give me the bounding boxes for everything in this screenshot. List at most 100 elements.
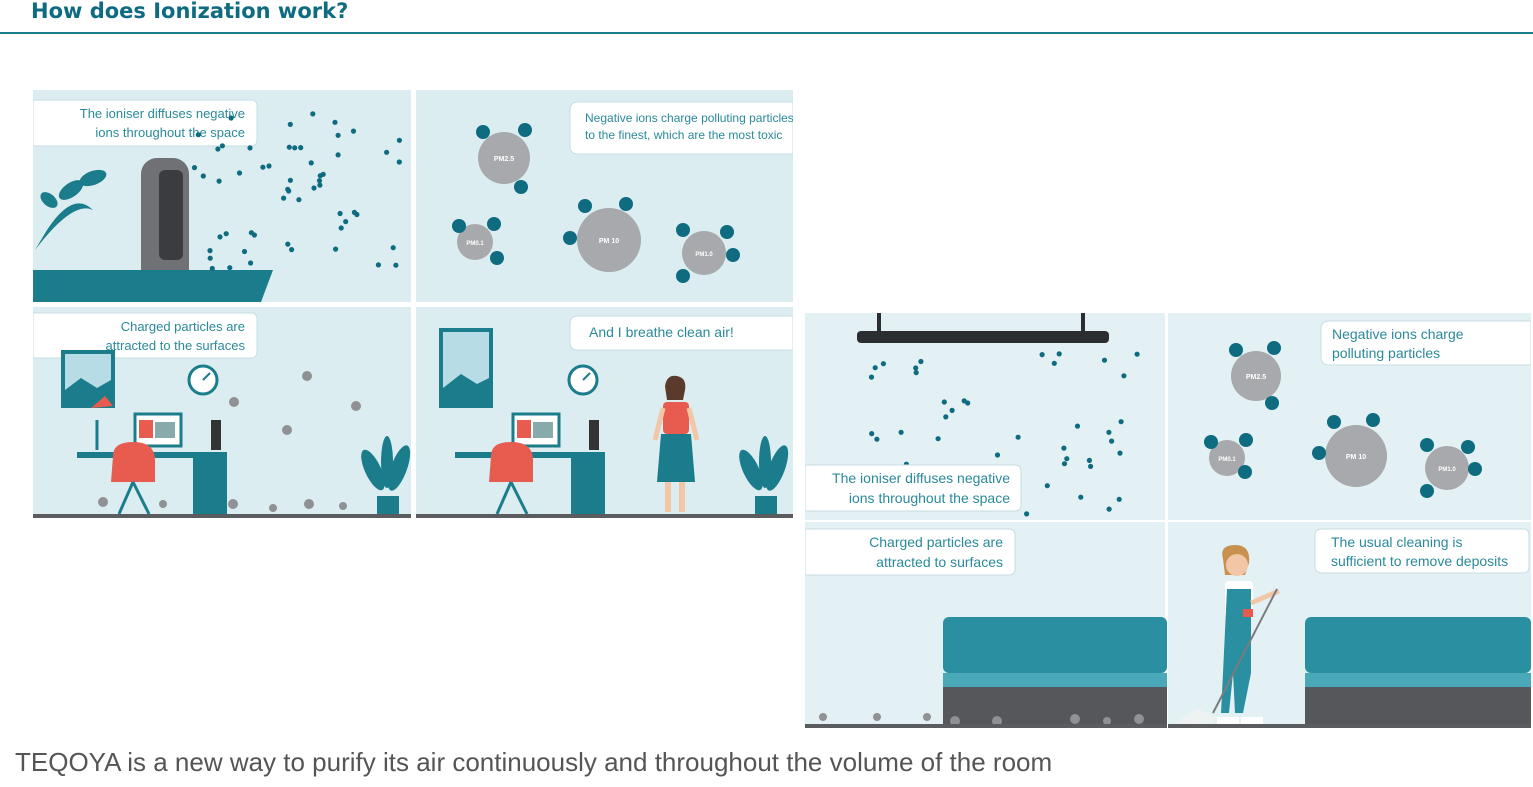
ion-dot bbox=[227, 265, 233, 271]
ion-dot bbox=[207, 248, 213, 254]
ion-dot bbox=[308, 160, 314, 166]
floor-right bbox=[1168, 724, 1531, 728]
charged-particles-falling bbox=[98, 371, 361, 512]
ion-dot bbox=[1101, 357, 1108, 363]
ion-dot bbox=[1117, 450, 1123, 456]
left-p4-callout: And I breathe clean air! bbox=[569, 315, 793, 351]
ion-dot bbox=[384, 149, 390, 155]
ion-dot bbox=[191, 165, 198, 171]
right-illustration: The ioniser diffuses negative ions throu… bbox=[805, 313, 1531, 728]
right-p4-line2: sufficient to remove deposits bbox=[1331, 553, 1508, 569]
ion-dot bbox=[943, 414, 949, 420]
ion-dot bbox=[223, 231, 229, 237]
left-p3-callout: Charged particles are attracted to the s… bbox=[33, 312, 258, 359]
right-p1-line2: ions throughout the space bbox=[849, 490, 1010, 506]
plant-leaf-icon bbox=[35, 169, 107, 250]
ion-dot bbox=[350, 128, 357, 134]
ion-dot bbox=[335, 132, 341, 138]
left-p3-line2: attracted to the surfaces bbox=[106, 338, 246, 353]
svg-text:PM1.0: PM1.0 bbox=[695, 252, 713, 258]
page-caption: TEQOYA is a new way to purify its air co… bbox=[15, 747, 1053, 777]
ion-dot bbox=[247, 145, 253, 151]
ion-dot bbox=[393, 262, 399, 268]
chair-icon bbox=[111, 442, 155, 482]
ion-dot bbox=[941, 399, 947, 405]
svg-text:PM2.5: PM2.5 bbox=[1246, 374, 1266, 381]
ion-dot bbox=[1088, 463, 1094, 469]
floor-left bbox=[805, 724, 1167, 728]
svg-text:PM0.1: PM0.1 bbox=[466, 241, 484, 247]
ion-dot bbox=[287, 177, 293, 183]
room-scene-left bbox=[33, 350, 411, 518]
ion-dot bbox=[872, 365, 878, 371]
ion-dot bbox=[215, 146, 221, 152]
left-p2-callout: Negative ions charge polluting particles… bbox=[569, 101, 793, 155]
ion-dot bbox=[335, 152, 341, 158]
ion-dot bbox=[285, 241, 291, 247]
ion-dot bbox=[200, 173, 206, 179]
left-p3-line1: Charged particles are bbox=[121, 319, 245, 334]
page-title: How does Ionization work? bbox=[31, 0, 349, 23]
ion-dot bbox=[1064, 456, 1070, 462]
ion-dot bbox=[217, 234, 223, 240]
ion-dot bbox=[913, 365, 919, 371]
left-p2-line2: to the finest, which are the most toxic bbox=[585, 128, 782, 142]
ion-dot bbox=[898, 429, 904, 435]
sofa-right-icon bbox=[1305, 617, 1531, 725]
ion-dot bbox=[935, 436, 941, 442]
ion-dot bbox=[298, 145, 304, 151]
deposited-particles bbox=[819, 713, 1144, 726]
ion-dot bbox=[868, 374, 875, 380]
ion-dot bbox=[1024, 511, 1030, 517]
ion-dot bbox=[338, 225, 344, 231]
cleaner-figure-icon bbox=[1175, 545, 1280, 725]
right-p3-line1: Charged particles are bbox=[869, 534, 1003, 550]
svg-text:PM 10: PM 10 bbox=[1346, 454, 1366, 461]
ion-dot bbox=[195, 132, 201, 138]
right-particle-pm10b: PM1.0 bbox=[1420, 438, 1482, 498]
ion-dot bbox=[375, 262, 381, 268]
right-p3-line2: attracted to surfaces bbox=[876, 554, 1003, 570]
ion-dot bbox=[228, 115, 234, 121]
ion-dot bbox=[1078, 494, 1084, 500]
ion-dot bbox=[311, 185, 317, 191]
ion-dot bbox=[1106, 429, 1112, 435]
ion-dot bbox=[310, 111, 316, 117]
ion-dot bbox=[207, 255, 213, 261]
svg-text:PM 10: PM 10 bbox=[599, 238, 619, 245]
potted-plant-icon bbox=[361, 436, 411, 514]
table-surface bbox=[33, 270, 273, 302]
ion-dot bbox=[1118, 419, 1124, 425]
ion-dot bbox=[1044, 483, 1050, 489]
particle-pm10: PM 10 bbox=[563, 197, 641, 272]
ion-dot bbox=[289, 247, 295, 253]
ion-dot bbox=[332, 119, 338, 125]
ion-dot bbox=[351, 209, 357, 215]
ion-dot bbox=[913, 370, 919, 376]
svg-text:PM2.5: PM2.5 bbox=[494, 156, 514, 163]
ion-dot bbox=[1121, 373, 1127, 379]
left-p1-line2: ions throughout the space bbox=[95, 125, 245, 140]
ion-dot bbox=[1106, 506, 1112, 512]
ion-dot bbox=[396, 137, 402, 143]
ion-dot bbox=[241, 248, 248, 255]
svg-text:PM0.1: PM0.1 bbox=[1218, 457, 1236, 463]
ion-dot bbox=[869, 431, 875, 437]
right-p1-callout: The ioniser diffuses negative ions throu… bbox=[805, 464, 1022, 512]
ion-dot bbox=[918, 358, 924, 365]
ion-dot bbox=[396, 159, 402, 165]
left-p2-line1: Negative ions charge polluting particles bbox=[585, 111, 793, 125]
left-illustration: The ioniser diffuses negative ions throu… bbox=[33, 90, 793, 518]
left-p4-line1: And I breathe clean air! bbox=[589, 324, 734, 340]
ion-dot bbox=[287, 121, 293, 127]
ion-dot bbox=[260, 164, 266, 170]
ion-dot bbox=[1086, 457, 1092, 463]
ion-dot bbox=[286, 144, 292, 150]
negative-ions bbox=[191, 111, 402, 272]
right-p3-callout: Charged particles are attracted to surfa… bbox=[805, 528, 1016, 576]
ion-dot bbox=[317, 182, 323, 188]
ion-dot bbox=[209, 265, 215, 272]
right-particle-pm01: PM0.1 bbox=[1204, 433, 1253, 479]
ion-dot bbox=[248, 260, 254, 266]
ion-dot bbox=[880, 361, 886, 367]
